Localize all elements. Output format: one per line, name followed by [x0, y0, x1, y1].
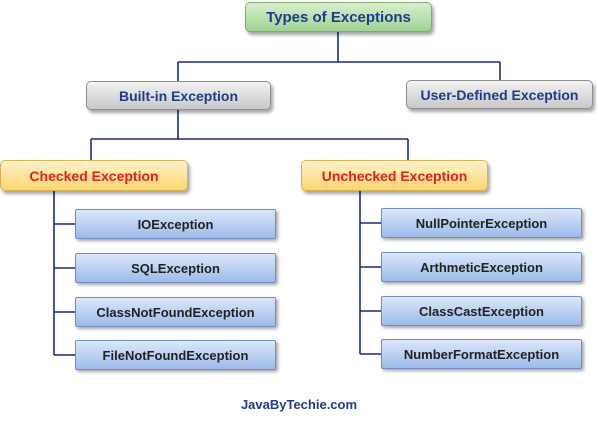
node-user-defined-exception: User-Defined Exception	[406, 80, 593, 109]
leaf-filenotfoundexception: FileNotFoundException	[75, 340, 276, 370]
node-checked-exception: Checked Exception	[0, 160, 188, 191]
root-node-types-of-exceptions: Types of Exceptions	[245, 2, 432, 32]
leaf-classnotfoundexception: ClassNotFoundException	[75, 297, 276, 327]
node-builtin-exception: Built-in Exception	[86, 81, 271, 110]
node-unchecked-exception: Unchecked Exception	[301, 160, 488, 191]
leaf-numberformatexception: NumberFormatException	[381, 339, 582, 369]
leaf-ioexception: IOException	[75, 209, 276, 239]
leaf-sqlexception: SQLException	[75, 253, 276, 283]
leaf-classcastexception: ClassCastException	[381, 296, 582, 326]
footer-credit: JavaByTechie.com	[240, 397, 358, 412]
leaf-arthmeticexception: ArthmeticException	[381, 252, 582, 282]
leaf-nullpointerexception: NullPointerException	[381, 208, 582, 238]
